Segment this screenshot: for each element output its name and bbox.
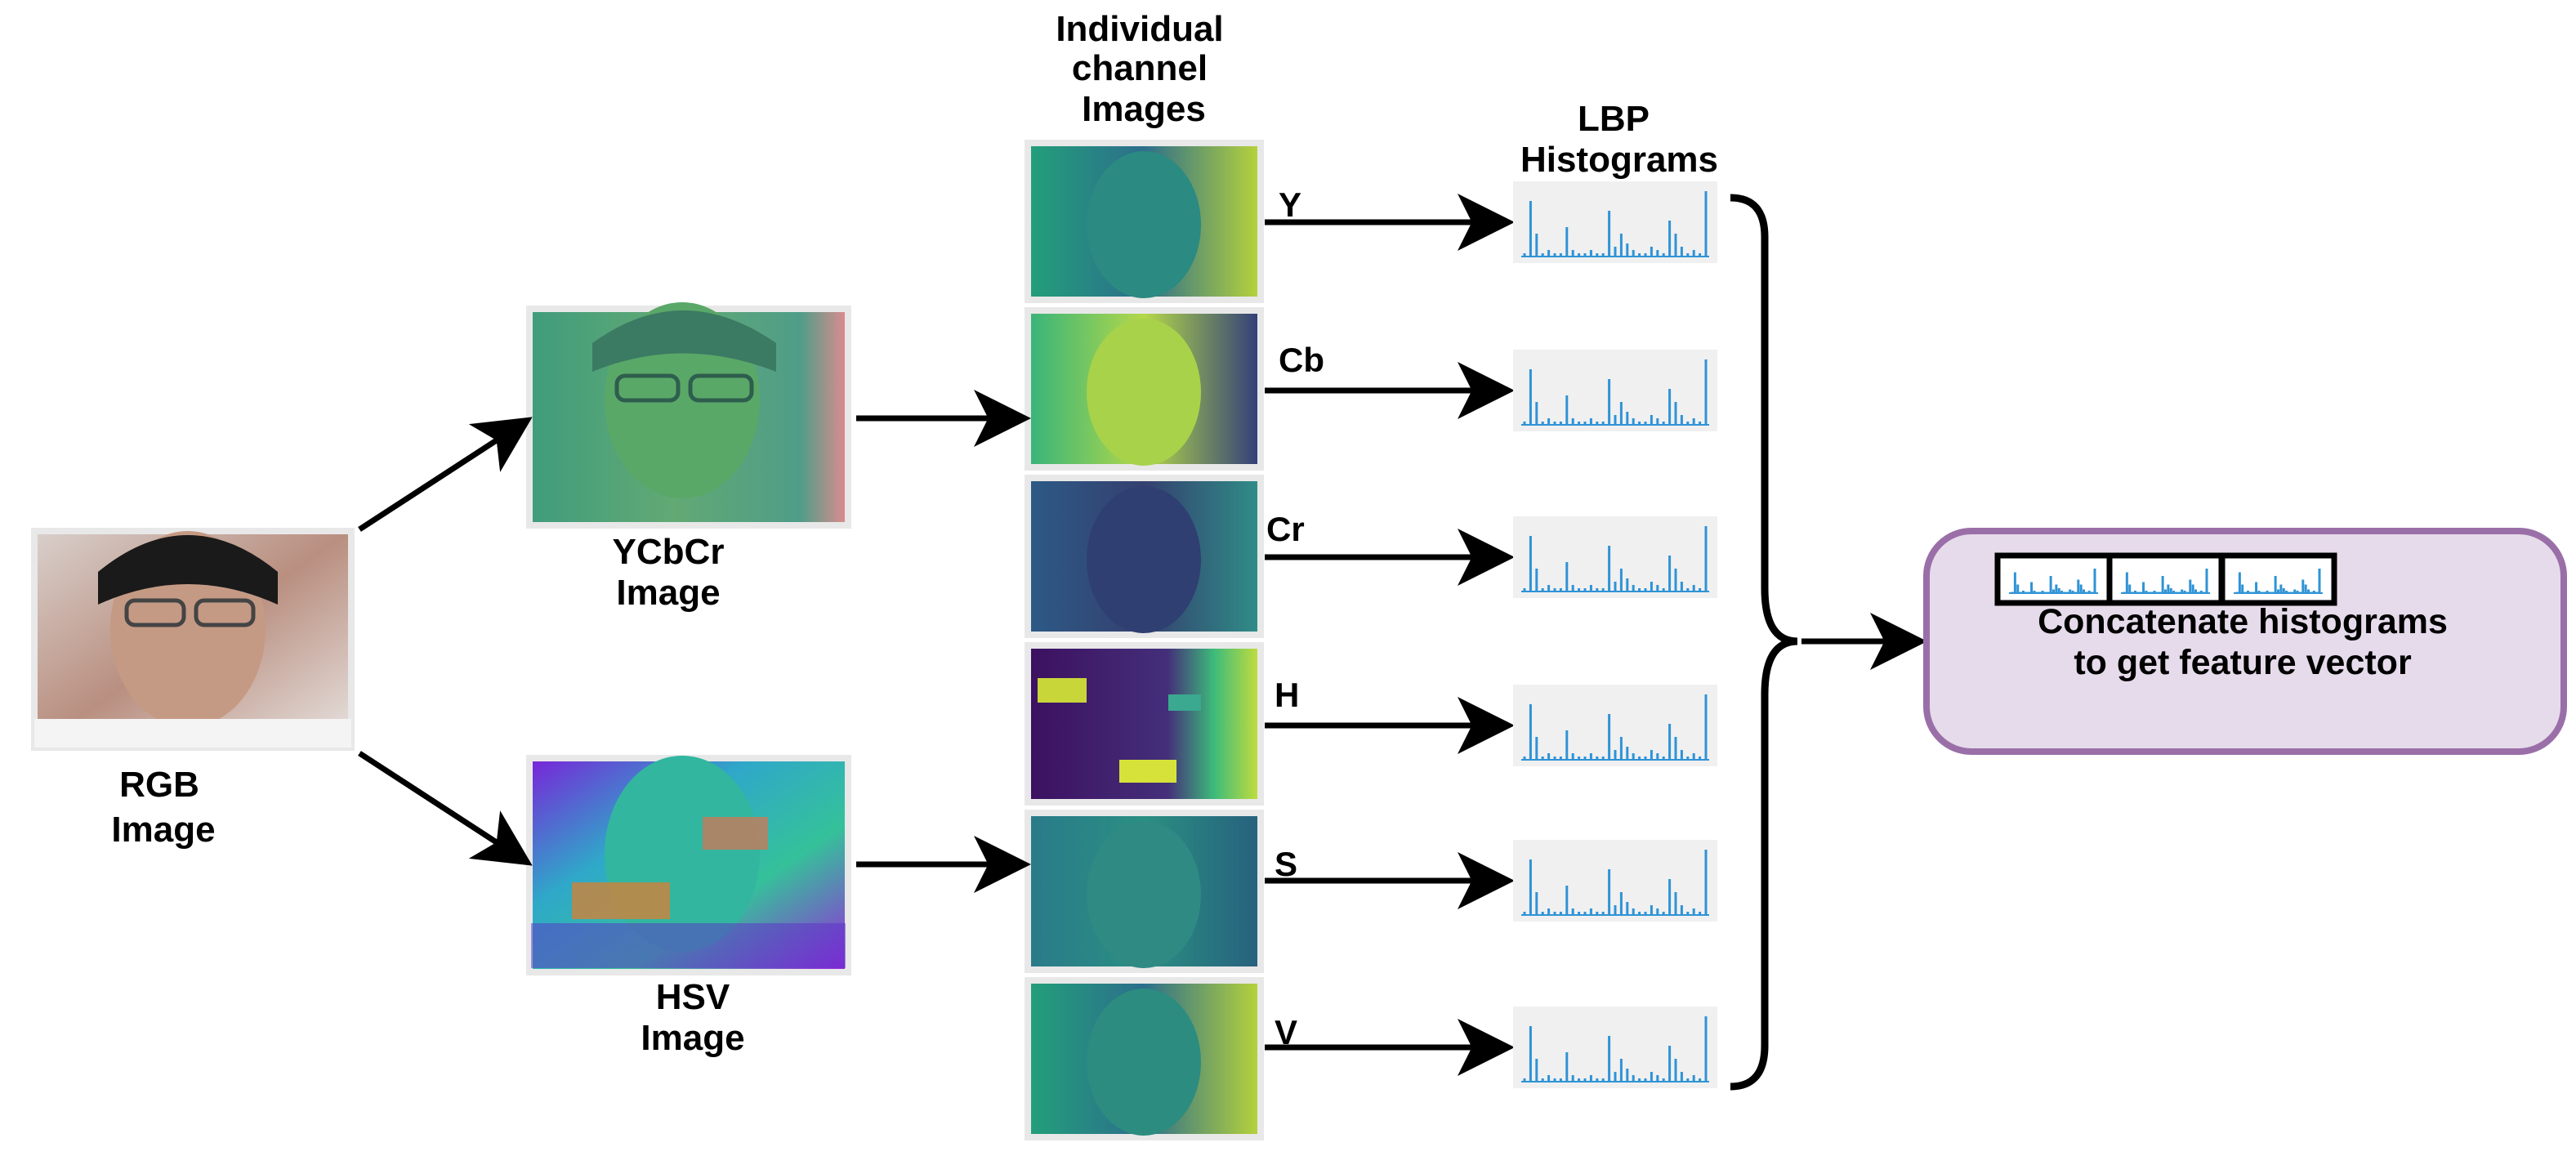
arrow-rgb-to-ycbcr [358,417,533,532]
channel-thumbnail-icon [1087,821,1201,968]
channels-title-line2: channel [1072,48,1208,88]
channel-label-s: S [1275,845,1297,883]
lbp-title-line2: Histograms [1520,140,1718,180]
channel-thumbnail-icon [1087,151,1201,298]
ycbcr-label-line2: Image [616,573,720,613]
histogram-thumbnail-icon [2009,569,2098,594]
histogram-thumbnail-icon [1513,685,1717,766]
hsv-label-line2: Image [641,1018,744,1058]
histogram-thumbnail-icon [1513,181,1717,263]
rgb-label-line1: RGB [119,765,199,805]
channel-thumbnail-icon [1087,989,1201,1136]
rgb-label-line2: Image [111,810,215,850]
channel-label-h: H [1275,676,1299,714]
channel-h-image [1025,642,1264,806]
ycbcr-image [526,302,851,529]
channel-label-cr: Cr [1266,510,1305,548]
lbp-histograms [1513,181,1717,1088]
channel-thumbnail-icon [1087,486,1201,633]
channel-y-image [1025,140,1264,303]
channels-title-line3: Images [1082,89,1206,129]
concatenate-label-line1: Concatenate histograms [2038,602,2448,641]
channel-label-y: Y [1279,185,1301,224]
concatenated-histograms [1994,552,2337,606]
histogram-thumbnail-icon [1513,1007,1717,1088]
channel-v-image [1025,977,1264,1140]
ycbcr-label-line1: YCbCr [613,532,725,572]
histogram-thumbnail-icon [1513,350,1717,431]
arrow-rgb-to-hsv [358,751,533,866]
channel-cr-image [1025,475,1264,638]
rgb-image [31,528,355,751]
hsv-image [526,755,851,975]
channel-thumbnail-icon [1087,319,1201,466]
histogram-thumbnail-icon [1513,516,1717,598]
channel-s-image [1025,810,1264,973]
channel-cb-image [1025,307,1264,471]
histogram-thumbnail-icon [1513,840,1717,922]
histogram-thumbnail-icon [2121,569,2210,594]
channel-label-cb: Cb [1279,341,1324,379]
face-photo-hsv-icon [605,756,760,952]
histogram-thumbnail-icon [2234,569,2323,594]
hsv-label-line1: HSV [656,977,730,1017]
lbp-title-line1: LBP [1578,99,1650,139]
curly-brace-icon [1730,194,1798,1091]
channel-thumbnail-icon [1038,678,1087,703]
concatenate-label-line2: to get feature vector [2074,643,2412,682]
channels-title-line1: Individual [1056,9,1223,49]
